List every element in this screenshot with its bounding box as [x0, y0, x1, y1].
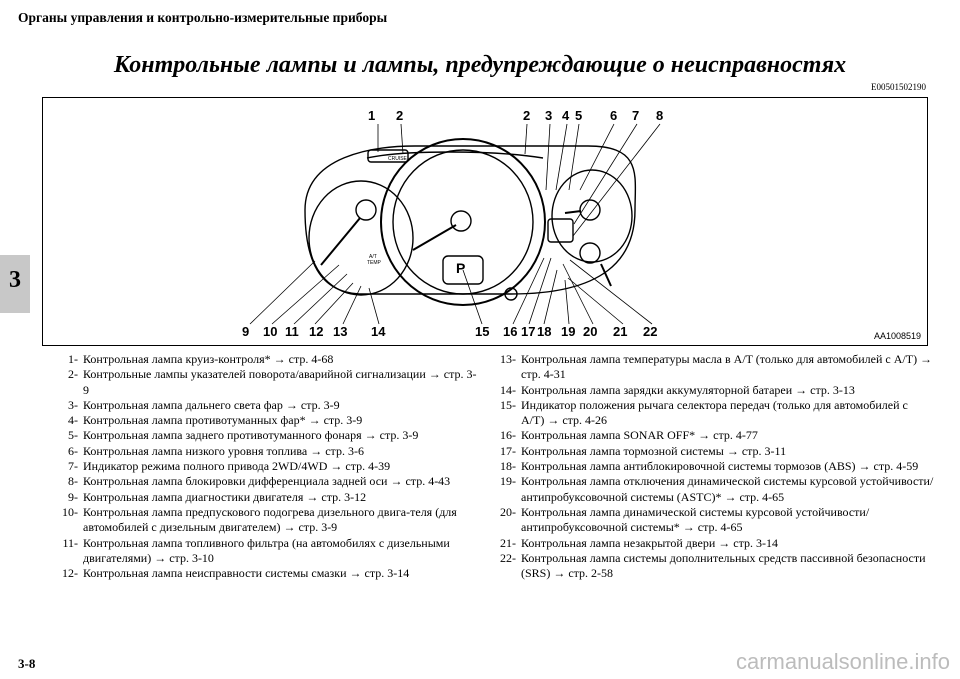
callout-11: 11: [285, 324, 299, 339]
legend-item: 21-Контрольная лампа незакрытой двери → …: [500, 535, 778, 550]
legend-item: 5-Контрольная лампа заднего противотуман…: [68, 428, 419, 443]
legend-item: 13-Контрольная лампа температуры масла в…: [500, 352, 933, 382]
callout-9: 9: [242, 324, 250, 339]
callout-7: 7: [632, 108, 640, 123]
gear-label: P: [456, 260, 465, 276]
callout-13: 13: [333, 324, 348, 339]
callout-18: 18: [537, 324, 552, 339]
callout-5: 5: [575, 108, 583, 123]
callout-12: 12: [309, 324, 324, 339]
callout-3: 3: [545, 108, 553, 123]
callout-2: 2: [396, 108, 404, 123]
document-code: E00501502190: [871, 82, 926, 92]
legend-item: 8-Контрольная лампа блокировки дифференц…: [68, 474, 451, 489]
legend-item: 20-Контрольная лампа динамической систем…: [500, 504, 870, 535]
chapter-number: 3: [9, 267, 21, 293]
callout-1: 1: [368, 108, 376, 123]
legend-item: 14-Контрольная лампа зарядки аккумулятор…: [500, 382, 855, 397]
legend-item: 3-Контрольная лампа дальнего света фар →…: [68, 397, 340, 412]
callout-4: 4: [562, 108, 570, 123]
callout-20: 20: [583, 324, 598, 339]
instrument-cluster-diagram: CRUISE P A/T TEMP: [42, 97, 928, 346]
section-header: Органы управления и контрольно-измерител…: [18, 10, 388, 25]
callout-22: 22: [643, 324, 658, 339]
svg-text:TEMP: TEMP: [367, 260, 382, 266]
callout-10: 10: [263, 324, 278, 339]
legend-item: 1-Контрольная лампа круиз-контроля* → ст…: [68, 352, 334, 366]
page-number: 3-8: [18, 656, 36, 671]
callout-15: 15: [475, 324, 490, 339]
legend-item: 2-Контрольные лампы указателей поворота/…: [68, 367, 477, 397]
callout-19: 19: [561, 324, 576, 339]
legend-item: 10-Контрольная лампа предпускового подог…: [62, 504, 457, 535]
legend-item: 9-Контрольная лампа диагностики двигател…: [68, 489, 367, 504]
legend-item: 16-Контрольная лампа SONAR OFF* → стр. 4…: [500, 428, 758, 443]
legend-item: 19-Контрольная лампа отключения динамиче…: [500, 474, 934, 504]
legend-item: 15-Индикатор положения рычага селектора …: [500, 397, 908, 428]
image-code: AA1008519: [873, 331, 921, 341]
legend-item: 18-Контрольная лампа антиблокировочной с…: [500, 459, 919, 474]
watermark: carmanualsonline.info: [735, 649, 950, 674]
legend-item: 17-Контрольная лампа тормозной системы →…: [500, 443, 787, 458]
chapter-tab: 3: [0, 255, 30, 313]
callout-16: 16: [503, 324, 518, 339]
legend-item: 4-Контрольная лампа противотуманных фар*…: [68, 413, 363, 428]
legend-item: 22-Контрольная лампа системы дополнитель…: [500, 550, 926, 581]
callout-8: 8: [656, 108, 664, 123]
legend-item: 11-Контрольная лампа топливного фильтра …: [62, 535, 450, 565]
callout-14: 14: [371, 324, 386, 339]
legend-item: 6-Контрольная лампа низкого уровня топли…: [68, 443, 364, 458]
at-temp-label: A/T: [369, 254, 377, 260]
legend-item: 7-Индикатор режима полного привода 2WD/4…: [68, 459, 391, 474]
legend-left: 1-Контрольная лампа круиз-контроля* → ст…: [46, 352, 478, 581]
callout-21: 21: [613, 324, 628, 339]
legend-right: 13-Контрольная лампа температуры масла в…: [484, 352, 934, 581]
callout-6: 6: [610, 108, 618, 123]
page-title: Контрольные лампы и лампы, предупреждающ…: [113, 52, 847, 78]
legend-item: 12-Контрольная лампа неисправности систе…: [62, 566, 410, 581]
callout-2b: 2: [523, 108, 531, 123]
cluster-illustration: CRUISE P A/T TEMP: [249, 123, 661, 325]
cruise-label: CRUISE: [388, 156, 408, 162]
callout-17: 17: [521, 324, 536, 339]
